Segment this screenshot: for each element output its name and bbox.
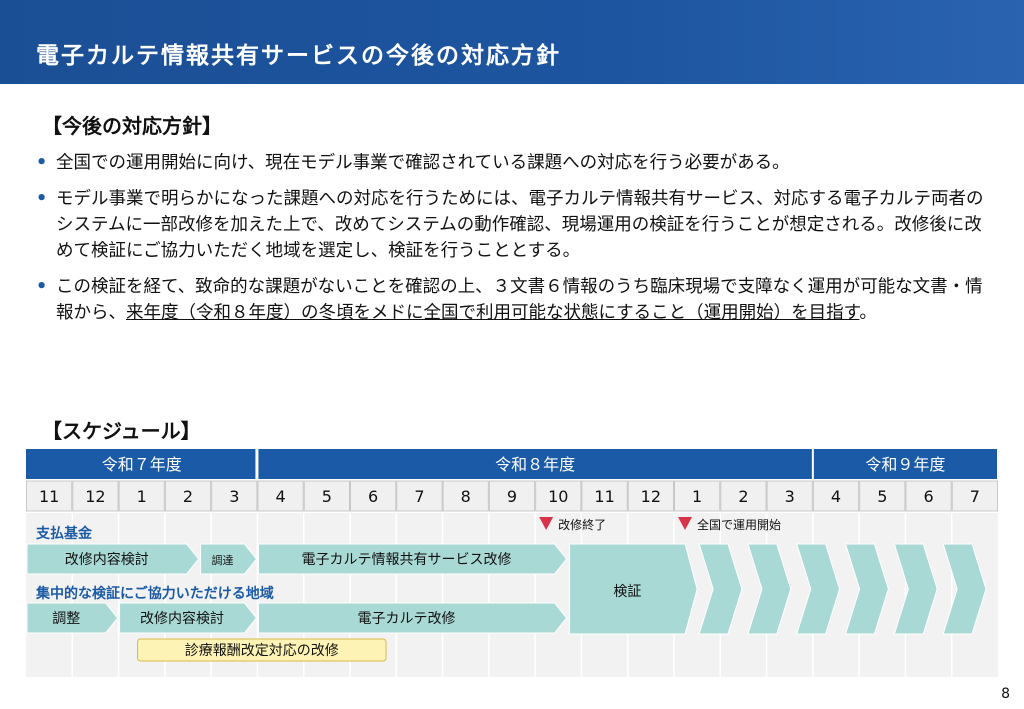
month-label: 12: [641, 487, 661, 506]
milestone-triangle-icon: [678, 517, 692, 530]
month-label: 6: [368, 487, 378, 506]
bullet-text-end: 。: [859, 303, 877, 323]
month-label: 1: [692, 487, 702, 506]
month-cell: [766, 480, 813, 512]
month-cell: [72, 480, 119, 512]
milestone-label: 改修終了: [558, 517, 606, 532]
year-label: 令和９年度: [865, 455, 945, 474]
month-label: 3: [785, 487, 795, 506]
month-cell: [442, 480, 489, 512]
month-cell: [211, 480, 258, 512]
page-title: 電子カルテ情報共有サービスの今後の対応方針: [36, 43, 561, 69]
note-bar: [137, 638, 387, 662]
year-cell: [258, 449, 812, 479]
year-label: 令和８年度: [495, 455, 575, 474]
chevron-shape: [844, 543, 889, 635]
month-cell: [118, 480, 165, 512]
task-label: 改修内容検討: [65, 551, 149, 568]
task-label: 電子カルテ改修: [357, 611, 455, 627]
task-label: 改修内容検討: [140, 610, 224, 627]
slide-header: 電子カルテ情報共有サービスの今後の対応方針: [0, 0, 1024, 84]
lane-label: 支払基金: [35, 525, 93, 542]
month-label: 4: [831, 487, 841, 506]
bullet-text: 全国での運用開始に向け、現在モデル事業で確認されている課題への対応を行う必要があ…: [56, 153, 790, 173]
year-label: 令和７年度: [102, 455, 182, 474]
bullet-item: 全国での運用開始に向け、現在モデル事業で確認されている課題への対応を行う必要があ…: [36, 150, 986, 176]
page-number: 8: [1001, 686, 1010, 702]
month-label: 8: [461, 487, 471, 506]
task-label: 調整: [52, 611, 80, 627]
month-cell: [674, 480, 721, 512]
chevron-shape: [698, 543, 743, 635]
month-label: 7: [414, 487, 424, 506]
task-label: 電子カルテ情報共有サービス改修: [301, 552, 511, 568]
chevron-shape: [942, 543, 987, 635]
task-bar: [119, 602, 258, 634]
task-bar: [257, 543, 568, 575]
task-bar: [200, 543, 258, 575]
policy-bullets: 全国での運用開始に向け、現在モデル事業で確認されている課題への対応を行う必要があ…: [36, 150, 986, 336]
policy-heading: 【今後の対応方針】: [42, 114, 222, 138]
month-label: 12: [85, 487, 105, 506]
verification-block: [569, 543, 698, 635]
lane-label: 集中的な検証にご協力いただける地域: [35, 585, 274, 602]
month-cell: [164, 480, 212, 512]
year-cell: [26, 449, 256, 479]
month-label: 7: [970, 487, 980, 506]
task-bar: [26, 602, 119, 634]
month-cell: [812, 480, 860, 512]
month-cell: [535, 480, 582, 512]
month-cell: [951, 480, 998, 512]
month-label: 1: [137, 487, 147, 506]
month-label: 3: [229, 487, 239, 506]
month-cell: [720, 480, 767, 512]
month-cell: [350, 480, 397, 512]
chevron-shape: [893, 543, 938, 635]
month-label: 11: [594, 487, 614, 506]
year-cell: [813, 449, 997, 479]
month-label: 2: [738, 487, 748, 506]
chevron-shape: [747, 543, 792, 635]
bullet-item: この検証を経て、致命的な課題がないことを確認の上、３文書６情報のうち臨床現場で支…: [36, 274, 986, 326]
bullet-underlined-text: 来年度（令和８年度）の冬頃をメドに全国で利用可能な状態にすること（運用開始）を目…: [126, 303, 860, 323]
month-label: 9: [507, 487, 517, 506]
month-cell: [488, 480, 536, 512]
bullet-text: この検証を経て、致命的な課題がないことを確認の上、３文書６情報のうち臨床現場で支…: [56, 277, 983, 323]
month-cell: [303, 480, 351, 512]
schedule-heading: 【スケジュール】: [42, 419, 201, 443]
month-cell: [581, 480, 628, 512]
month-cell: [627, 480, 675, 512]
month-label: 10: [548, 487, 568, 506]
month-cell: [396, 480, 443, 512]
bullet-item: モデル事業で明らかになった課題への対応を行うためには、電子カルテ情報共有サービス…: [36, 186, 986, 264]
month-label: 11: [39, 487, 59, 506]
verification-label: 検証: [613, 584, 641, 600]
month-label: 4: [275, 487, 285, 506]
month-label: 5: [322, 487, 332, 506]
milestone-triangle-icon: [539, 517, 554, 530]
month-label: 6: [923, 487, 933, 506]
month-cell: [905, 480, 952, 512]
month-cell: [26, 480, 73, 512]
task-label: 調達: [212, 553, 234, 567]
note-label: 診療報酬改定対応の改修: [185, 642, 339, 659]
month-label: 5: [877, 487, 887, 506]
task-bar: [26, 543, 200, 575]
month-label: 2: [183, 487, 193, 506]
task-bar: [257, 602, 568, 634]
milestone-label: 全国で運用開始: [697, 517, 781, 532]
bullet-text: モデル事業で明らかになった課題への対応を行うためには、電子カルテ情報共有サービス…: [56, 189, 984, 261]
month-cell: [257, 480, 304, 512]
month-cell: [859, 480, 906, 512]
chevron-shape: [796, 543, 841, 635]
